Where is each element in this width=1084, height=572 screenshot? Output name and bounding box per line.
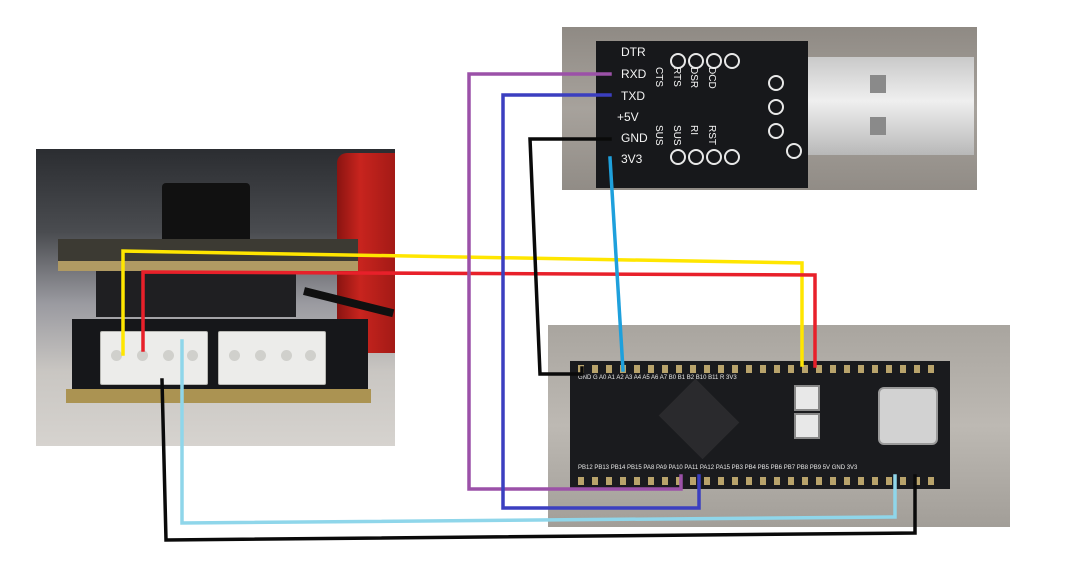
usb-c-port [878,387,938,445]
bottom-pin-labels: PB12 PB13 PB14 PB15 PA8 PA9 PA10 PA11 PA… [578,465,858,471]
wire-blue [501,93,701,510]
boot-button [794,385,820,411]
usb-ttl-module-photo: DTR RXD TXD +5V GND 3V3 CTS RTS DSR DCD … [562,27,977,190]
connector-left [100,331,208,385]
usb-a-plug [808,57,974,155]
wire-black-upper [528,137,612,376]
wire-black-lower [160,378,917,542]
top-pcb-edge [58,261,358,271]
top-pin-header [578,365,942,373]
camera-module [162,183,250,247]
wire-red [141,270,817,368]
usb-label-5v: +5V [617,110,639,124]
usb-label-txd: TXD [621,89,645,103]
sensor-module-photo [36,149,395,446]
wire-purple [467,72,683,491]
usb-label-dtr: DTR [621,45,646,59]
stm32-board-photo: GND G A0 A1 A2 A3 A4 A5 A6 A7 B0 B1 B2 B… [548,325,1010,527]
bottom-pin-header [578,477,942,485]
connector-right [218,331,326,385]
usb-label-rxd: RXD [621,67,647,81]
wire-yellow [121,249,804,367]
base-pcb-edge [66,389,371,403]
sensor-chip [96,271,296,317]
wire-cyan [608,156,625,372]
wire-light-blue [180,339,897,525]
usb-label-3v3: 3V3 [621,152,643,166]
reset-button [794,413,820,439]
top-pin-labels: GND G A0 A1 A2 A3 A4 A5 A6 A7 B0 B1 B2 B… [578,375,737,381]
usb-label-gnd: GND [621,131,648,145]
